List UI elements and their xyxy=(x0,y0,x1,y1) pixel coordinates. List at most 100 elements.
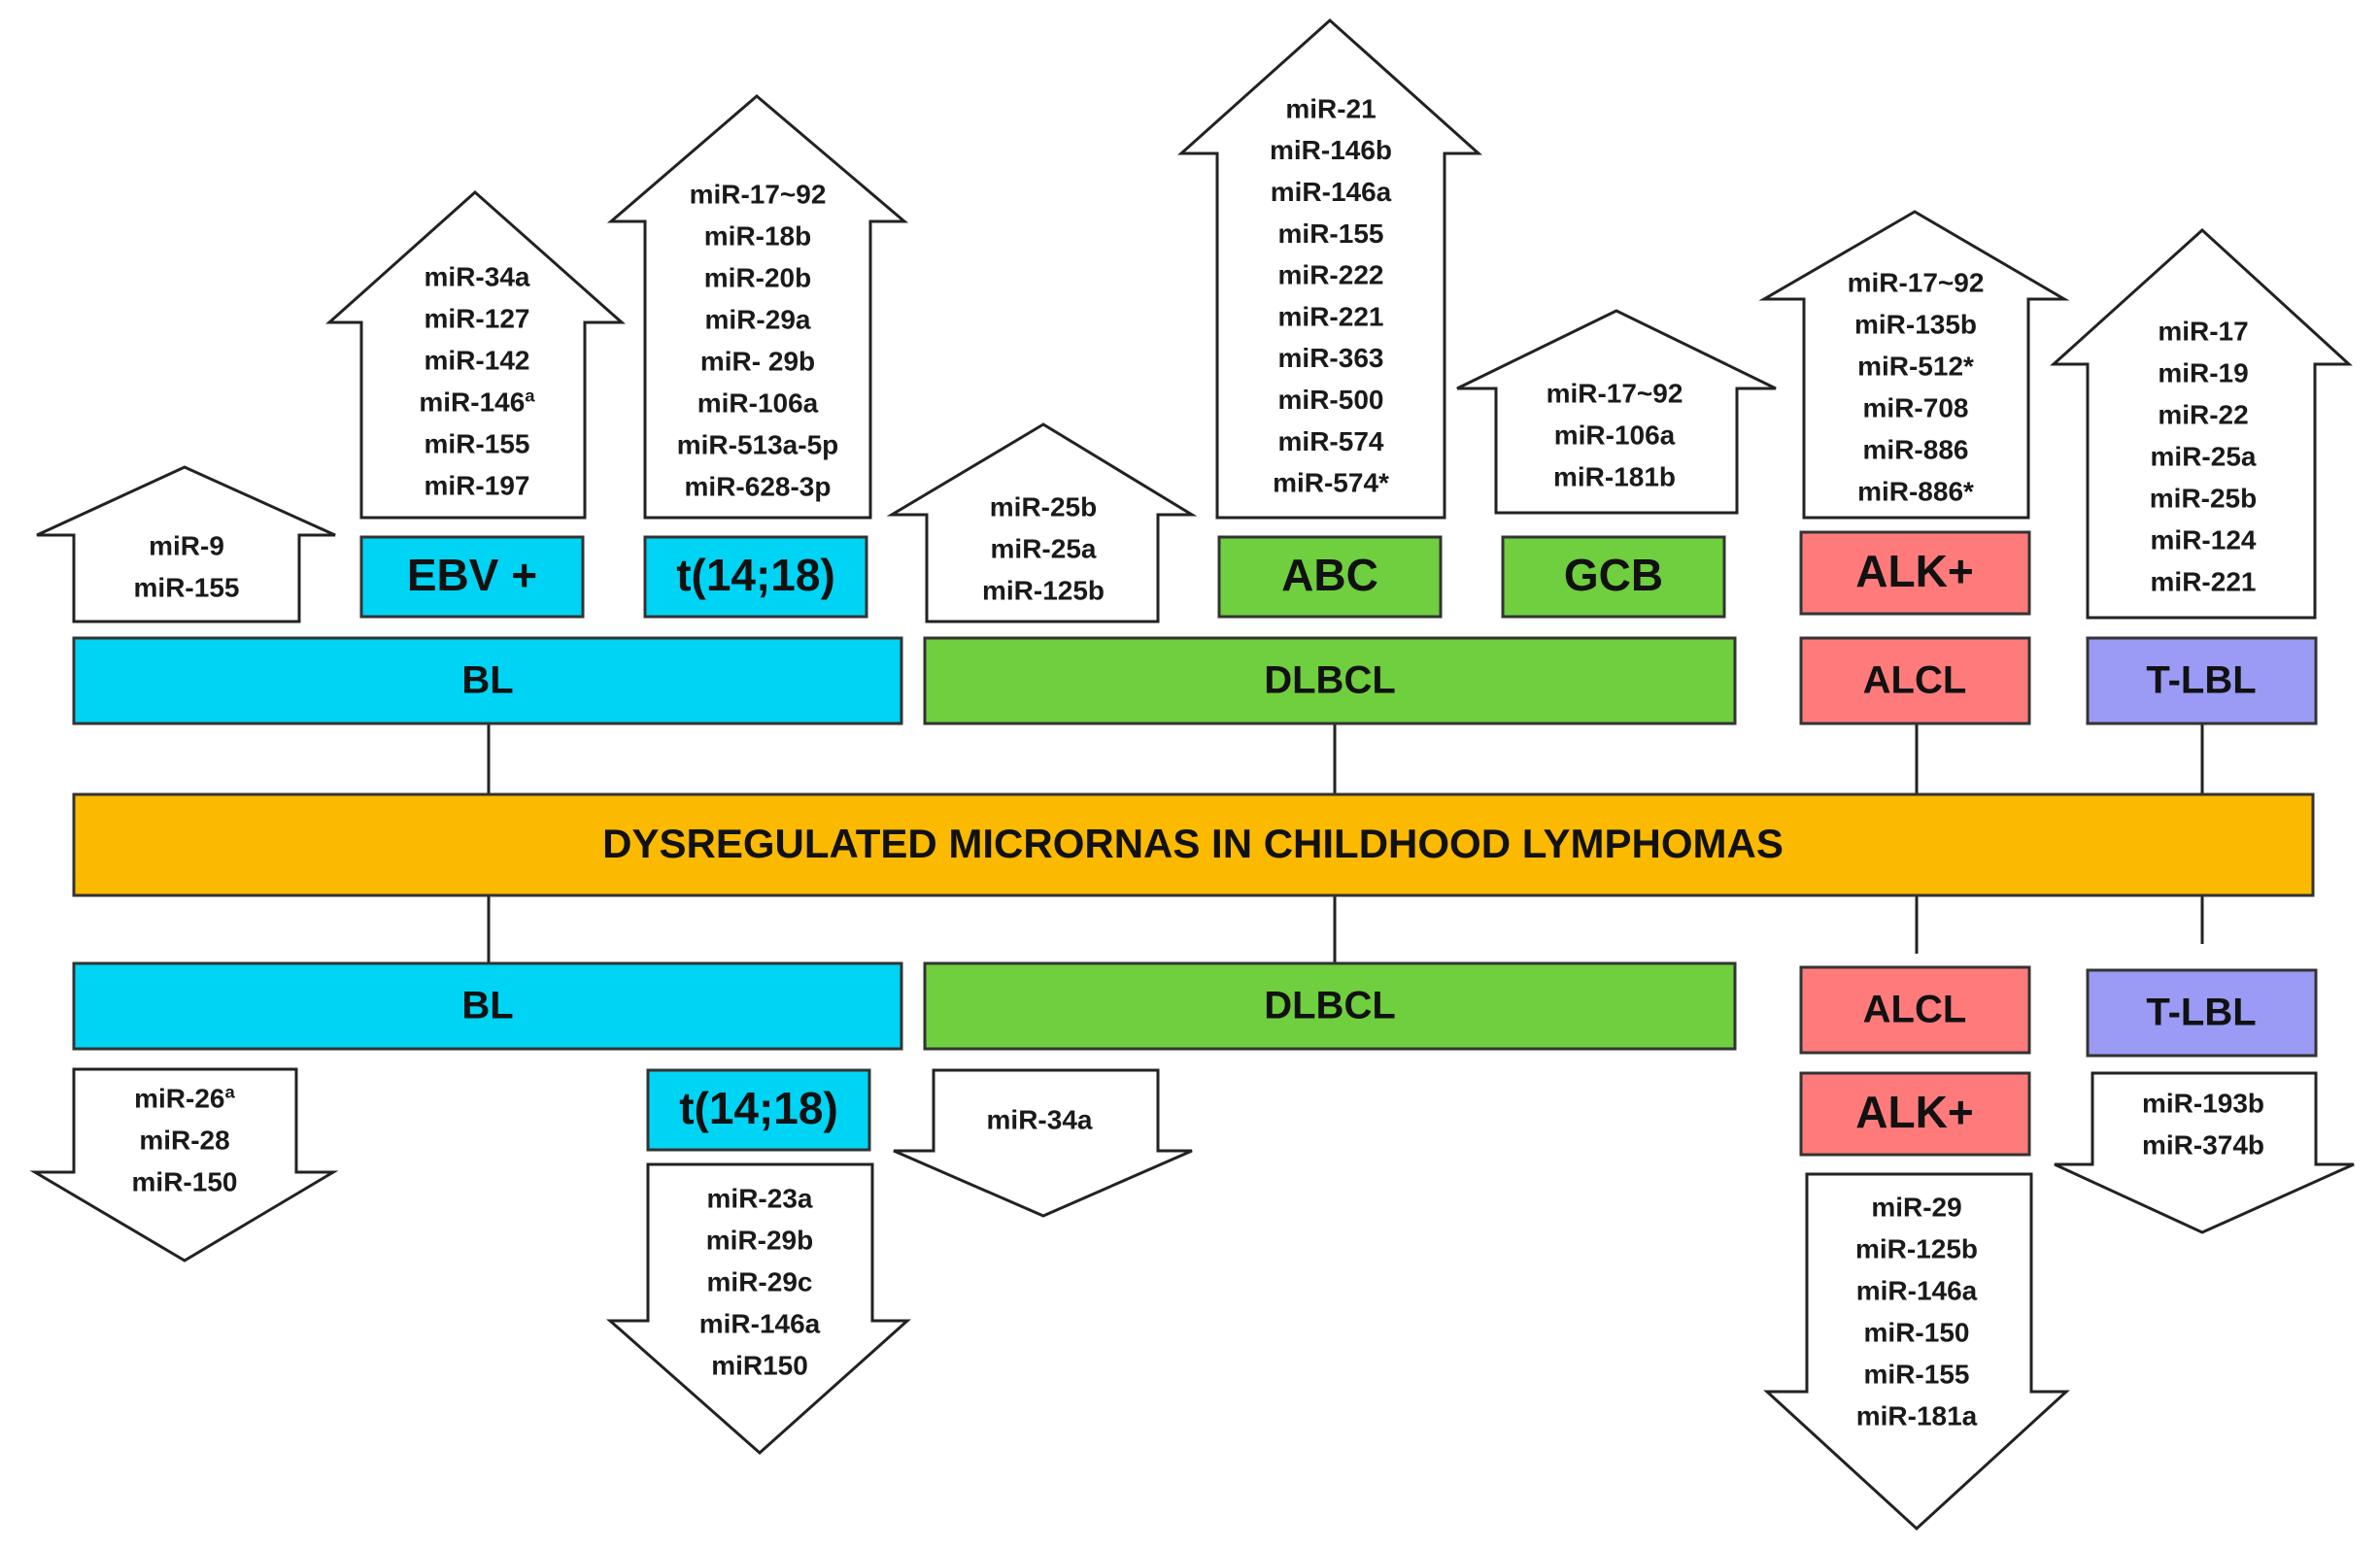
up-arrow-ebv-list: miR-34amiR-127miR-142miR-146ªmiR-155miR-… xyxy=(419,261,535,500)
down-t1418-label: t(14;18) xyxy=(679,1083,838,1133)
up-abc-box xyxy=(1217,535,1443,619)
up-lymphoma-alcl: ALCL xyxy=(1799,636,2031,725)
up-arrow-abc-list: miR-21miR-146bmiR-146amiR-155miR-222miR-… xyxy=(1270,93,1392,497)
mirna-label: miR-574 xyxy=(1278,426,1384,456)
down-arrow-bl: miR-26ª miR-28 miR-150 xyxy=(29,1067,339,1262)
mirna-label: miR- 29b xyxy=(700,346,815,376)
up-t1418-label: t(14;18) xyxy=(676,550,835,600)
down-alk-box xyxy=(1799,1071,2031,1157)
mirna-label: miR-150 xyxy=(132,1166,238,1196)
mirna-label: miR-127 xyxy=(425,303,530,333)
down-arrow-dlbcl: miR-34a xyxy=(893,1068,1193,1218)
up-arrow-alk-shape xyxy=(1758,210,2070,520)
mirna-label: miR-28 xyxy=(139,1125,229,1155)
down-arrow-bl-list: miR-26ª miR-28 miR-150 xyxy=(132,1083,238,1196)
mirna-label: miR-146a xyxy=(1856,1275,1978,1305)
down-lymphoma-tlbl: T-LBL xyxy=(2086,968,2318,1058)
mirna-label: miR-29c xyxy=(707,1266,813,1296)
up-subtype-ebv: EBV + xyxy=(359,535,585,619)
mirna-label: miR-25b xyxy=(990,491,1097,522)
mirna-label: miR-106a xyxy=(1554,420,1676,450)
up-arrow-abc-shape xyxy=(1177,17,1482,520)
mirna-label: miR-17 xyxy=(2158,316,2248,346)
mirna-label: miR-142 xyxy=(425,345,530,375)
down-alcl-label: ALCL xyxy=(1863,989,1967,1031)
mirna-label: miR-135b xyxy=(1854,309,1977,339)
mirna-label: miR-106a xyxy=(697,387,819,418)
up-subtype-alk: ALK+ xyxy=(1799,530,2031,616)
up-arrow-alk: miR-17~92miR-135bmiR-512*miR-708miR-886m… xyxy=(1758,210,2070,520)
mirna-label: miR-146a xyxy=(1271,177,1392,207)
mirna-label: miR-9 xyxy=(149,530,224,560)
mirna-label: miR-708 xyxy=(1863,392,1969,422)
mirna-label: miR-150 xyxy=(1864,1317,1970,1347)
up-arrow-alk-list: miR-17~92miR-135bmiR-512*miR-708miR-886m… xyxy=(1848,267,1985,506)
down-bl-label: BL xyxy=(461,985,513,1027)
mirna-label: miR-25a xyxy=(2151,441,2257,471)
up-arrow-bl-shape xyxy=(36,465,336,623)
down-dlbcl-label: DLBCL xyxy=(1264,985,1396,1027)
mirna-label: miR-124 xyxy=(2151,524,2257,555)
up-arrow-t1418-shape xyxy=(606,94,909,520)
down-subtype-alk: ALK+ xyxy=(1799,1071,2031,1157)
up-lymphoma-dlbcl: DLBCL xyxy=(923,636,1737,725)
down-dlbcl-box xyxy=(923,961,1737,1051)
down-arrow-dlbcl-list: miR-34a xyxy=(987,1104,1093,1134)
up-tlbl-box xyxy=(2086,636,2318,725)
mirna-label: miR-19 xyxy=(2158,357,2248,387)
mirna-label: miR-886 xyxy=(1863,434,1969,464)
central-title: DYSREGULATED MICRORNAS IN CHILDHOOD LYMP… xyxy=(602,821,1784,866)
mirna-label: miR-221 xyxy=(1278,301,1384,331)
up-ebv-label: EBV + xyxy=(407,550,537,600)
down-tlbl-label: T-LBL xyxy=(2146,992,2256,1034)
up-arrow-abc: miR-21miR-146bmiR-146amiR-155miR-222miR-… xyxy=(1177,17,1482,520)
mirna-label: miR-181a xyxy=(1856,1400,1978,1430)
central-title-bar: DYSREGULATED MICRORNAS IN CHILDHOOD LYMP… xyxy=(72,792,2315,897)
mirna-label: miR-500 xyxy=(1278,385,1384,415)
down-arrow-bl-shape xyxy=(29,1067,339,1262)
up-alk-box xyxy=(1799,530,2031,616)
up-arrow-ebv: miR-34amiR-127miR-142miR-146ªmiR-155miR-… xyxy=(325,189,626,520)
mirna-label: miR-155 xyxy=(1864,1359,1970,1389)
mirna-label: miR-155 xyxy=(134,572,240,602)
mirna-label: miR-222 xyxy=(1278,260,1384,290)
mirna-label: miR-886* xyxy=(1857,476,1974,506)
mirna-label: miR-23a xyxy=(707,1183,813,1213)
mirna-label: miR150 xyxy=(711,1350,808,1380)
down-lymphoma-alcl: ALCL xyxy=(1799,965,2031,1055)
mirna-label: miR-29b xyxy=(706,1225,813,1255)
down-lymphoma-dlbcl: DLBCL xyxy=(923,961,1737,1051)
up-gcb-box xyxy=(1501,535,1726,619)
up-dlbcl-box xyxy=(923,636,1737,725)
down-alcl-box xyxy=(1799,965,2031,1055)
mirna-label: miR-25a xyxy=(991,533,1097,563)
up-arrow-dlbcl: miR-25b miR-25a miR-125b xyxy=(886,422,1198,623)
up-alcl-box xyxy=(1799,636,2031,725)
mirna-label: miR-125b xyxy=(982,575,1105,605)
down-arrow-alk-list: miR-29miR-125bmiR-146amiR-150miR-155miR-… xyxy=(1855,1192,1978,1430)
up-arrow-dlbcl-shape xyxy=(886,422,1198,623)
mirna-label: miR-146b xyxy=(1270,135,1392,165)
up-lymphoma-tlbl: T-LBL xyxy=(2086,636,2318,725)
down-arrow-dlbcl-shape xyxy=(893,1068,1193,1218)
mirna-label: miR-374b xyxy=(2142,1129,2264,1160)
mirna-label: miR-197 xyxy=(425,470,530,500)
mirna-label: miR-26ª xyxy=(134,1083,235,1113)
mirna-label: miR-363 xyxy=(1278,343,1384,373)
mirna-label: miR-155 xyxy=(1278,219,1384,249)
mirna-label: miR-25b xyxy=(2150,483,2257,513)
mirna-label: miR-146ª xyxy=(419,387,535,417)
mirna-label: miR-34a xyxy=(425,261,530,291)
mirna-label: miR-181b xyxy=(1553,461,1676,491)
mirna-label: miR-125b xyxy=(1855,1233,1978,1263)
up-arrow-tlbl: miR-17miR-19miR-22miR-25amiR-25bmiR-124m… xyxy=(2050,227,2353,620)
up-arrow-tlbl-list: miR-17miR-19miR-22miR-25amiR-25bmiR-124m… xyxy=(2150,316,2257,596)
up-abc-label: ABC xyxy=(1281,550,1378,600)
